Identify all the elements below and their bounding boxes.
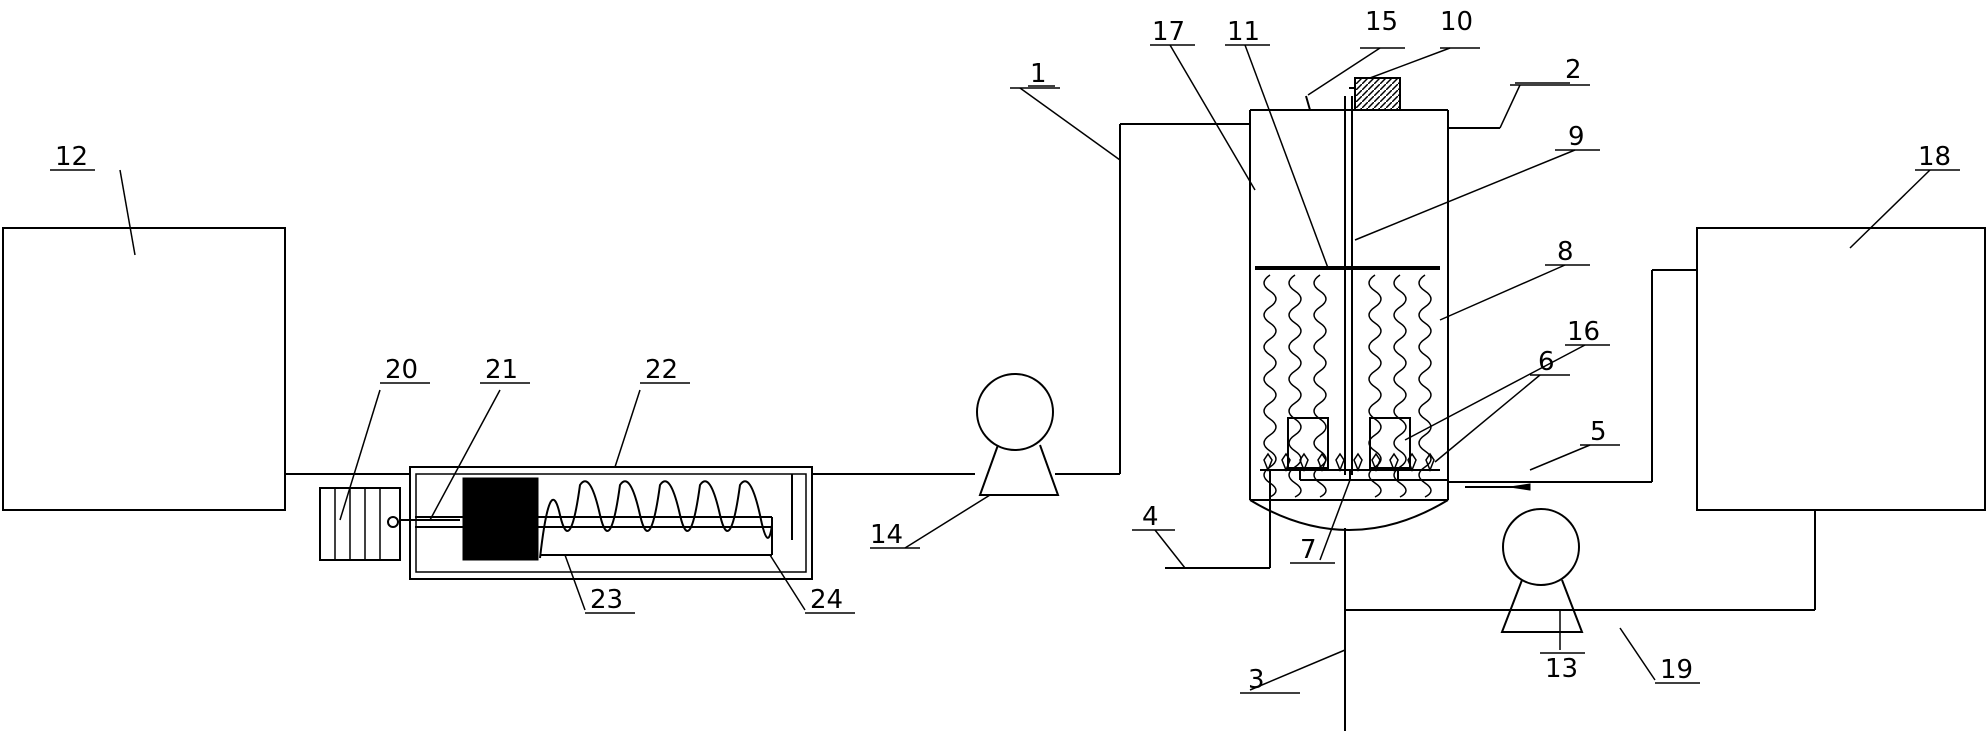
label-9: 9 — [1568, 122, 1585, 152]
label-10: 10 — [1440, 7, 1473, 37]
label-8: 8 — [1557, 237, 1574, 267]
pump-14 — [976, 373, 1060, 496]
label-5: 5 — [1590, 417, 1607, 447]
label-24: 24 — [810, 585, 843, 615]
label-19: 19 — [1660, 655, 1693, 685]
spring-fillers-8 — [1263, 274, 1432, 498]
gas-pipe-7 — [1299, 470, 1448, 481]
shaft-21 — [387, 516, 460, 528]
label-23: 23 — [590, 585, 623, 615]
label-6: 6 — [1538, 347, 1555, 377]
pipe-5 — [1448, 269, 1697, 491]
stirrer-shaft-9 — [1344, 96, 1353, 475]
label-18: 18 — [1918, 142, 1951, 172]
label-17: 17 — [1152, 17, 1185, 47]
pipe-19 — [1345, 510, 1816, 611]
label-2: 2 — [1565, 55, 1582, 85]
label-16: 16 — [1567, 317, 1600, 347]
label-4: 4 — [1142, 502, 1159, 532]
leader-lines — [119, 44, 1931, 691]
label-14: 14 — [870, 520, 903, 550]
label-20: 20 — [385, 355, 418, 385]
label-11: 11 — [1227, 17, 1260, 47]
motor-10 — [1354, 77, 1401, 111]
label-7: 7 — [1300, 535, 1317, 565]
label-15: 15 — [1365, 7, 1398, 37]
inner-chambers-16 — [1287, 417, 1411, 469]
reactor-17 — [1249, 109, 1449, 531]
vent-15 — [1305, 95, 1311, 111]
label-underlines — [50, 44, 1960, 694]
label-13: 13 — [1545, 654, 1578, 684]
tank-12 — [2, 227, 286, 511]
label-3: 3 — [1248, 665, 1265, 695]
label-22: 22 — [645, 355, 678, 385]
motor-20 — [319, 487, 401, 561]
dense-screw — [462, 477, 539, 561]
screw-spiral-23 — [539, 480, 773, 559]
label-1: 1 — [1030, 59, 1047, 89]
label-12: 12 — [55, 142, 88, 172]
pump-13 — [1500, 508, 1584, 633]
label-21: 21 — [485, 355, 518, 385]
pipe-4 — [1165, 470, 1271, 569]
tank-18 — [1696, 227, 1986, 511]
screw-conveyor-22 — [409, 466, 813, 580]
